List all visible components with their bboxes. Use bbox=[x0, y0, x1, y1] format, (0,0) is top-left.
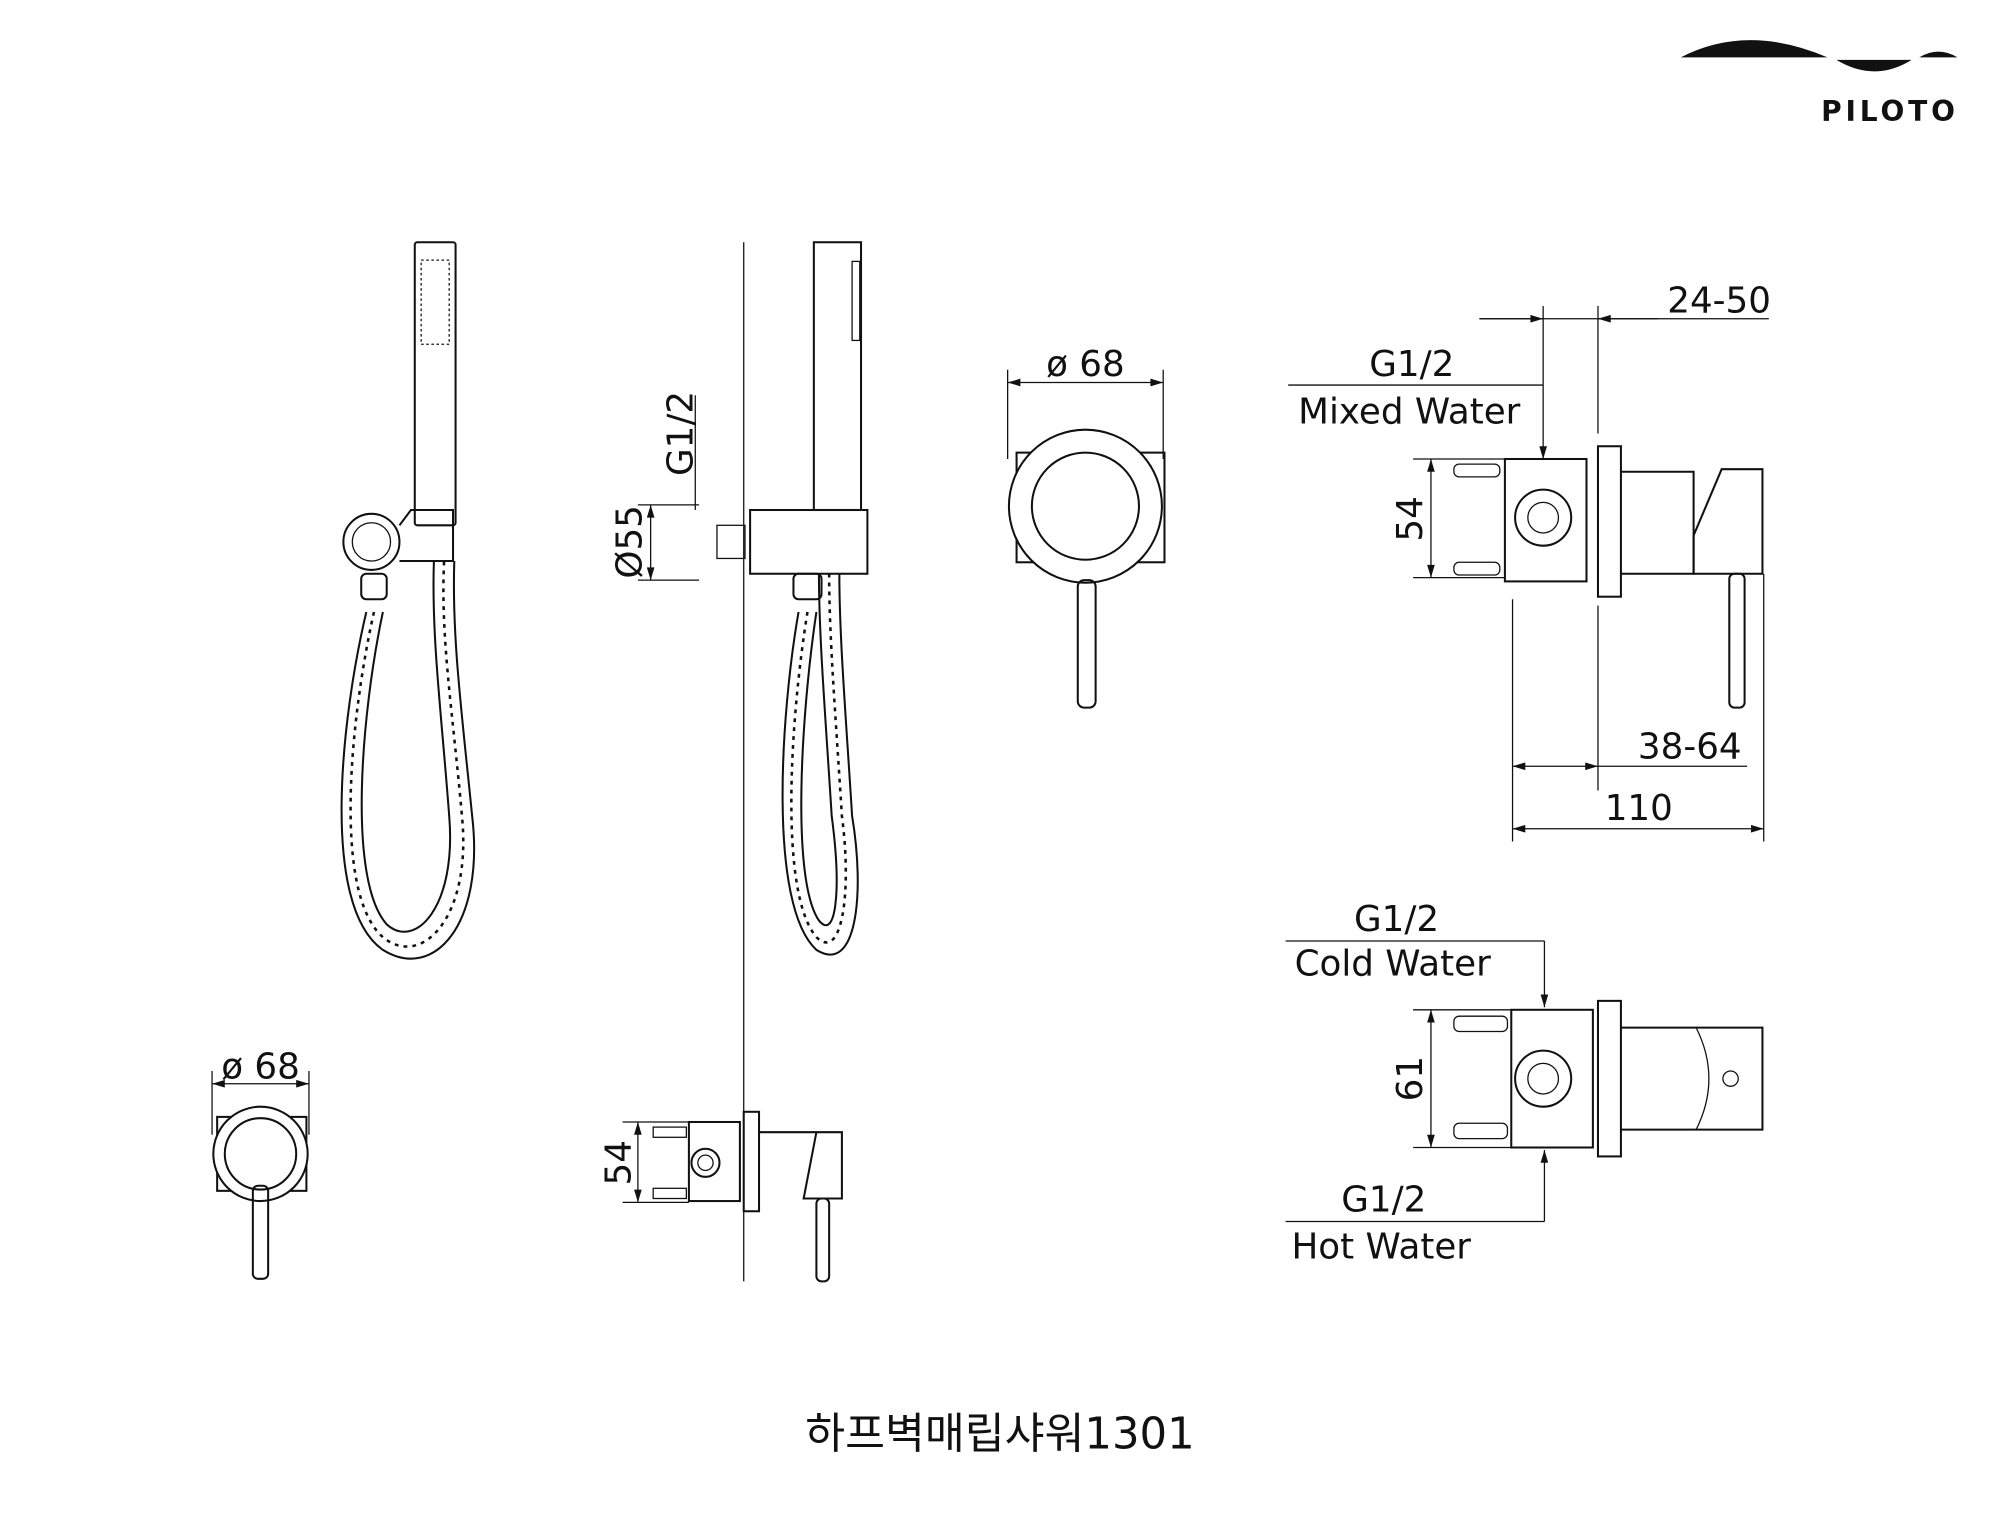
mixed-thread-label: G1/2 bbox=[1369, 344, 1454, 385]
mixer-front-view: ø 68 bbox=[1007, 344, 1166, 709]
mixer-bottom-view: G1/2 Cold Water 61 G1/2 Hot Water bbox=[1285, 899, 1764, 1267]
valve-side-small: 54 bbox=[598, 1110, 843, 1283]
cold-water-label: Cold Water bbox=[1295, 943, 1491, 984]
total-depth-label: 110 bbox=[1605, 788, 1673, 829]
mixer-front-view-small: ø 68 bbox=[211, 1047, 310, 1280]
hot-water-label: Hot Water bbox=[1291, 1226, 1471, 1267]
logo-text: PILOTO bbox=[1821, 95, 1959, 128]
mixer-height-label: 54 bbox=[1390, 496, 1431, 541]
front-diameter-label: ø 68 bbox=[1046, 344, 1125, 385]
hot-thread-label: G1/2 bbox=[1341, 1179, 1426, 1220]
mixed-water-label: Mixed Water bbox=[1298, 391, 1521, 432]
valve-height-label: 54 bbox=[598, 1140, 639, 1185]
side-thread-label: G1/2 bbox=[661, 391, 702, 476]
outlet-diameter-label: Ø55 bbox=[610, 505, 651, 579]
product-title: 하프벽매립샤워1301 bbox=[805, 1409, 1194, 1459]
depth-range-label: 38-64 bbox=[1638, 727, 1742, 768]
hand-shower-side: G1/2 Ø55 bbox=[610, 241, 869, 1282]
cold-thread-label: G1/2 bbox=[1354, 899, 1439, 940]
piloto-logo: PILOTO bbox=[1680, 40, 1959, 128]
mixer-side-view: 24-50 G1/2 Mixed Water 54 38-64 110 bbox=[1288, 280, 1771, 842]
wall-range-label: 24-50 bbox=[1667, 280, 1771, 321]
small-diameter-label: ø 68 bbox=[221, 1047, 300, 1088]
hand-shower-front bbox=[340, 241, 476, 960]
bottom-height-label: 61 bbox=[1390, 1056, 1431, 1101]
